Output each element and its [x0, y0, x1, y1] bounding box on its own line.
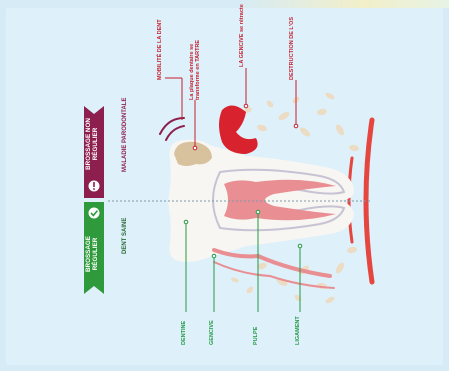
legend-good-text: BROSSAGE RÉGULIER	[86, 224, 99, 284]
check-icon	[89, 208, 100, 219]
label-pulpe: PULPE	[254, 327, 260, 345]
label-gencive-retracte: LA GENCIVE se rétracte	[240, 4, 246, 67]
label-ligament: LIGAMENT	[296, 316, 302, 345]
label-destruction: DESTRUCTION DE L'OS	[290, 17, 296, 80]
lower-gum	[214, 250, 330, 276]
label-plaque: La plaque dentaire se transforme en TART…	[190, 20, 202, 100]
label-maladie: MALADIE PARODONTALE	[122, 98, 128, 172]
receding-gum	[219, 105, 258, 154]
label-mobilite: MOBILITÉ DE LA DENT	[158, 19, 164, 80]
label-dent-saine: DENT SAINE	[122, 218, 128, 254]
mobility-icon	[160, 118, 184, 140]
label-dentine: DENTINE	[182, 321, 188, 345]
label-gencive: GENCIVE	[210, 320, 216, 345]
legend-bad-text: BROSSAGE NON RÉGULIER	[86, 114, 99, 174]
